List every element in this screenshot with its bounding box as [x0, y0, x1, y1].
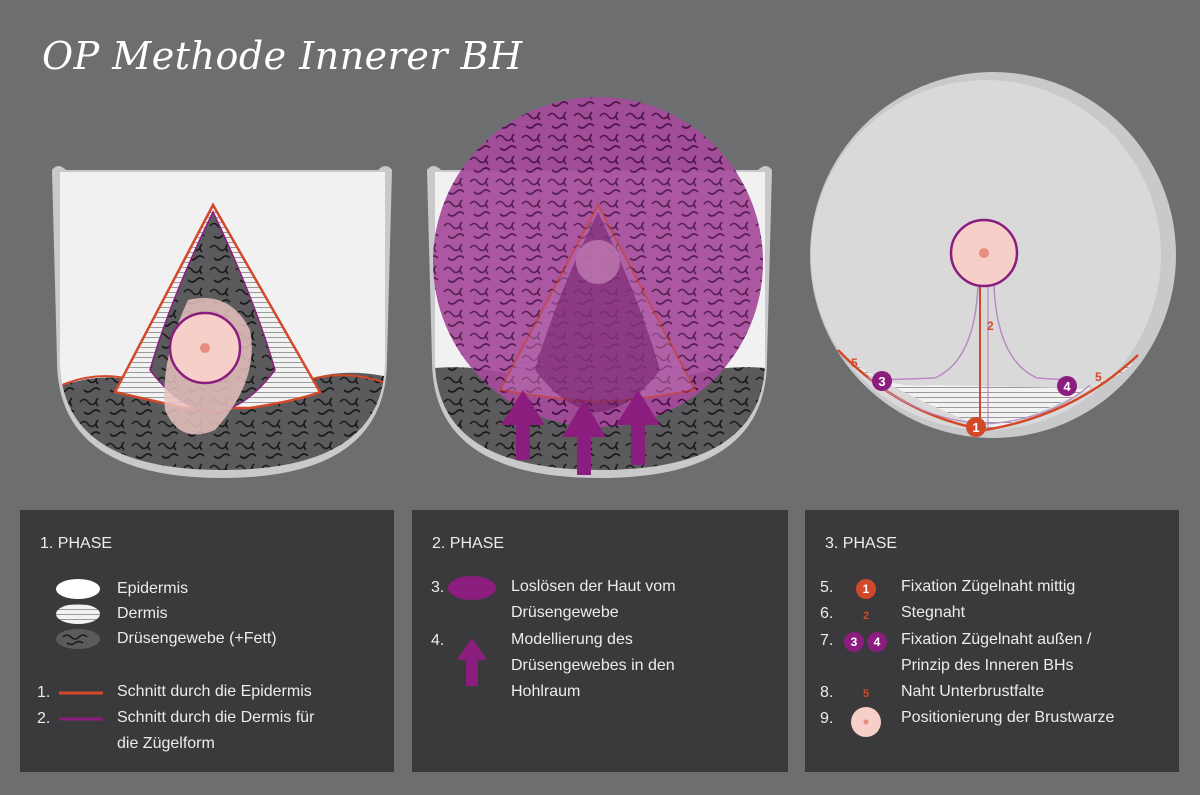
phase2-breast-diagram	[427, 97, 772, 478]
step-8-number: 8.	[820, 684, 834, 701]
step-7-number: 7.	[820, 632, 834, 649]
suture-badge-1-label: 1	[972, 420, 979, 435]
nipple-circle-icon	[851, 707, 881, 737]
step-2-label-line2: die Zügelform	[117, 735, 215, 752]
step-7-label-line1: Fixation Zügelnaht außen /	[901, 631, 1092, 648]
suture-badge-3	[872, 371, 892, 391]
page-title: OP Methode Innerer BH	[42, 34, 523, 78]
dermis-swatch-icon	[56, 604, 100, 624]
step-1-label: Schnitt durch die Epidermis	[117, 683, 312, 700]
badge-5-icon: 5	[863, 688, 869, 700]
red-badge-1-icon: 1	[856, 579, 876, 599]
illustration-area: 3 4 1 2 5 5	[52, 72, 1176, 478]
phase2-title: 2. PHASE	[432, 535, 505, 552]
legend-epidermis-label: Epidermis	[117, 580, 189, 597]
step-9-number: 9.	[820, 710, 834, 727]
step-3-label-line1: Loslösen der Haut vom	[511, 578, 676, 595]
svg-text:5: 5	[863, 688, 869, 700]
purple-badges-3-4-icon: 3 4	[844, 632, 887, 652]
phase3-title: 3. PHASE	[825, 535, 898, 552]
svg-text:4: 4	[874, 635, 881, 649]
step-3-number: 3.	[431, 579, 445, 596]
epidermis-swatch-icon	[56, 579, 100, 599]
legend-dermis-label: Dermis	[117, 605, 168, 622]
phase2-legend-panel: 2. PHASE 3. Loslösen der Haut vom Drüsen…	[412, 510, 788, 772]
red-line-icon	[59, 691, 103, 695]
step-2-number: 2.	[37, 710, 51, 727]
step-7-label-line2: Prinzip des Inneren BHs	[901, 657, 1074, 674]
suture-badge-4	[1057, 376, 1077, 396]
step-3-label-line2: Drüsengewebe	[511, 604, 619, 621]
step-2-label-line1: Schnitt durch die Dermis für	[117, 709, 315, 726]
step-1-number: 1.	[37, 684, 51, 701]
fold-suture-label-right: 5	[1095, 370, 1102, 384]
step-5-label: Fixation Zügelnaht mittig	[901, 578, 1076, 595]
purple-arrow-up-icon	[457, 638, 487, 686]
phase3-legend-panel: 3. PHASE 5. 1 Fixation Zügelnaht mittig …	[805, 510, 1179, 772]
svg-text:2: 2	[863, 610, 869, 622]
phase1-title: 1. PHASE	[40, 535, 113, 552]
phase1-legend-panel: 1. PHASE Epidermis Dermis Drüsengewebe (…	[20, 510, 394, 772]
purple-line-icon	[59, 717, 103, 721]
suture-badge-1	[966, 417, 986, 437]
step-8-label: Naht Unterbrustfalte	[901, 683, 1045, 700]
step-9-label: Positionierung der Brustwarze	[901, 709, 1115, 726]
step-5-number: 5.	[820, 579, 834, 596]
step-4-label-line1: Modellierung des	[511, 631, 633, 648]
step-4-label-line3: Hohlraum	[511, 683, 581, 700]
purple-ellipse-icon	[448, 576, 496, 600]
step-6-label: Stegnaht	[901, 604, 966, 621]
svg-text:3: 3	[851, 635, 858, 649]
phase3-breast-diagram: 3 4 1 2 5 5	[810, 72, 1176, 438]
step-4-number: 4.	[431, 632, 445, 649]
badge-2-icon: 2	[863, 610, 869, 622]
gland-tissue-swatch-icon	[56, 629, 100, 649]
suture-badge-3-label: 3	[878, 374, 885, 389]
step-6-number: 6.	[820, 605, 834, 622]
step-4-label-line2: Drüsengewebes in den	[511, 657, 675, 674]
fold-suture-label-left: 5	[851, 356, 858, 370]
phase1-breast-diagram	[52, 166, 392, 478]
suture-badge-4-label: 4	[1063, 379, 1071, 394]
legend-gland-label: Drüsengewebe (+Fett)	[117, 630, 277, 647]
svg-text:1: 1	[863, 582, 870, 596]
stem-suture-label: 2	[987, 319, 994, 333]
